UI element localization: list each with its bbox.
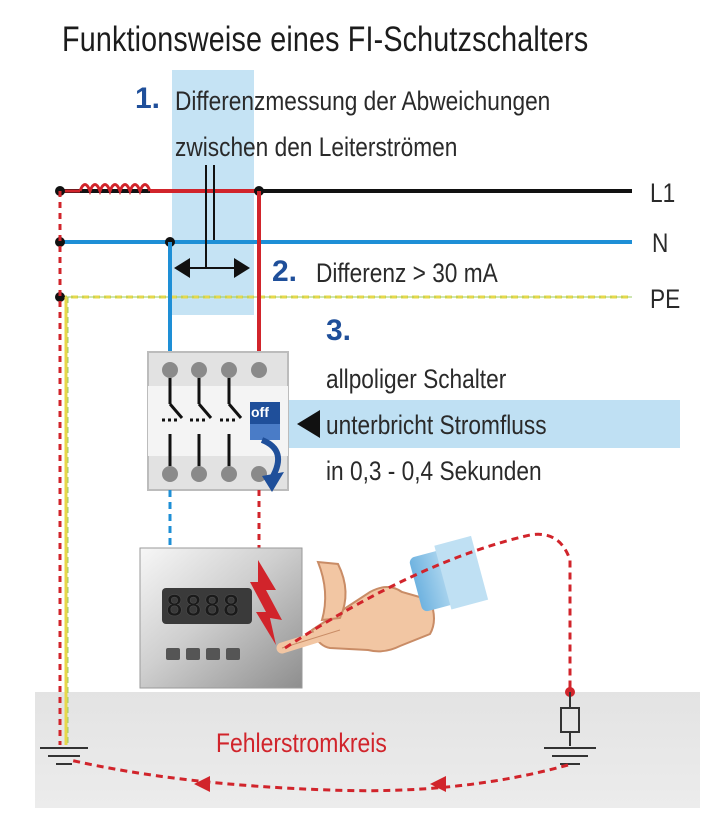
arrow-left-icon: [174, 258, 190, 278]
step1-line2: zwischen den Leiterströmen: [175, 132, 458, 162]
terminal-screw: [251, 362, 267, 378]
step3-line3: in 0,3 - 0,4 Sekunden: [326, 456, 542, 486]
terminal-screw: [162, 362, 178, 378]
fault-arrow-icon: [194, 776, 210, 792]
off-button: [250, 402, 280, 424]
appliance-display-digits: 8888: [166, 589, 242, 622]
terminal-screw: [221, 466, 237, 482]
label-n: N: [652, 228, 669, 258]
terminal-screw: [251, 466, 267, 482]
label-pe: PE: [650, 284, 681, 314]
page-title: Funktionsweise eines FI-Schutzschalters: [62, 20, 589, 59]
pointer-triangle-icon: [297, 410, 320, 438]
fault-arrow-icon: [430, 776, 446, 792]
step1: 1.: [135, 82, 160, 116]
hand-icon: [276, 535, 489, 654]
step3-number: 3.: [326, 314, 352, 347]
fault-return-arc: [69, 758, 569, 793]
appliance-button: [206, 648, 220, 660]
appliance-button: [226, 648, 240, 660]
terminal-screw: [191, 362, 207, 378]
terminal-screw: [162, 466, 178, 482]
junction-dot: [55, 292, 65, 302]
toggle-arrow: [260, 437, 282, 480]
toggle-arrow-head-icon: [262, 472, 284, 492]
off-button-lever: [250, 424, 280, 440]
fault-path-body: [284, 532, 572, 690]
step2-text: Differenz > 30 mA: [316, 258, 498, 288]
terminal-screw: [191, 466, 207, 482]
switch-contacts: [162, 378, 243, 466]
appliance-button: [166, 648, 180, 660]
step1-line1: Differenzmessung der Abweichungen: [175, 86, 551, 116]
lightning-bolt-icon: [250, 560, 282, 645]
step3-line1: allpoliger Schalter: [326, 364, 507, 394]
label-l1: L1: [650, 178, 676, 208]
arrow-right-icon: [234, 258, 250, 278]
fault-circuit-label: Fehlerstromkreis: [216, 728, 387, 758]
appliance-button: [186, 648, 200, 660]
ground-band: [35, 692, 700, 808]
junction-dot: [55, 237, 65, 247]
terminal-screw: [221, 362, 237, 378]
step2-number-wrap: 2.: [272, 255, 297, 289]
step3-number-wrap: 3.: [326, 314, 351, 348]
step1-number: 1.: [135, 82, 161, 115]
appliance-display: [162, 588, 252, 624]
step3-line2: unterbricht Stromfluss: [326, 410, 547, 440]
step2-number: 2.: [272, 255, 298, 288]
off-label: off: [251, 404, 269, 420]
inductor-coil: [78, 183, 152, 196]
